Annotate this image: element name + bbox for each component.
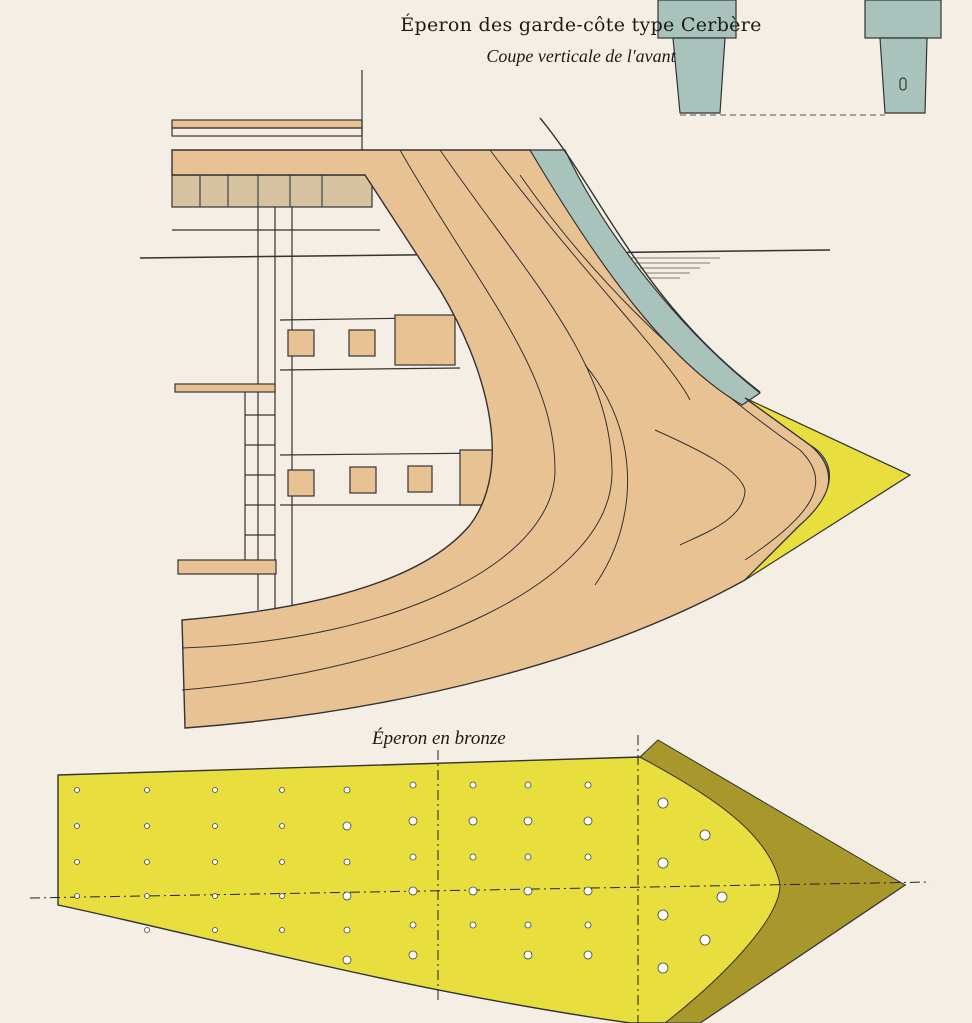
rivet-hole [524, 921, 532, 929]
rivet-hole [212, 823, 218, 829]
rivet-hole [657, 962, 669, 974]
rivet-hole [584, 853, 592, 861]
rivet-hole [144, 787, 150, 793]
rivet-hole [408, 816, 418, 826]
rivet-hole [469, 853, 477, 861]
rivet-hole [342, 891, 352, 901]
rivet-hole [524, 853, 532, 861]
rivet-hole [716, 891, 728, 903]
rivet-hole [342, 821, 352, 831]
rivet-hole [343, 786, 351, 794]
rivet-hole [212, 893, 218, 899]
rivet-hole [523, 886, 533, 896]
rivet-hole [583, 816, 593, 826]
rivet-hole [279, 893, 285, 899]
detail-label: Éperon en bronze [372, 728, 506, 749]
rivet-hole [468, 886, 478, 896]
rivet-hole [144, 859, 150, 865]
stem-plank-lines [181, 149, 817, 691]
rivet-hole [74, 893, 80, 899]
rivet-hole [74, 859, 80, 865]
rivet-hole [699, 829, 711, 841]
rivet-hole [343, 858, 351, 866]
rivet-hole [584, 921, 592, 929]
plate-title: Éperon des garde-côte type Cerbère [400, 14, 762, 36]
rivet-hole [583, 886, 593, 896]
plate-subtitle: Coupe verticale de l'avant [486, 46, 676, 66]
bronze-ram-plan [57, 756, 907, 1023]
rivet-hole [279, 787, 285, 793]
rivet-hole [144, 893, 150, 899]
rivet-hole [657, 857, 669, 869]
rivet-hole [584, 781, 592, 789]
rivet-hole [699, 934, 711, 946]
rivet-hole [523, 816, 533, 826]
rivet-hole [657, 909, 669, 921]
frame-blocks [287, 314, 497, 506]
rivet-hole [469, 781, 477, 789]
rivet-hole [523, 950, 533, 960]
bronze-ram-section [744, 397, 912, 581]
rivet-hole [279, 859, 285, 865]
waterline-hatch [630, 257, 720, 279]
rivet-holes [74, 781, 728, 974]
rivet-hole [279, 823, 285, 829]
rivet-hole [408, 950, 418, 960]
bronze-ram-hatched-edge [639, 739, 906, 1023]
rivet-hole [212, 927, 218, 933]
center-lines [29, 735, 931, 1023]
pedestal-left [657, 0, 737, 114]
rivet-hole [74, 787, 80, 793]
rivet-hole [212, 859, 218, 865]
rivet-hole [468, 816, 478, 826]
outer-contour [539, 117, 761, 393]
rivet-hole [343, 926, 351, 934]
wooden-stem [171, 149, 830, 729]
pedestal-right [864, 0, 942, 114]
rivet-hole [524, 781, 532, 789]
rivet-hole [212, 787, 218, 793]
rivet-hole [657, 797, 669, 809]
rivet-hole [469, 921, 477, 929]
rivet-hole [342, 955, 352, 965]
rivet-hole [144, 823, 150, 829]
rivet-hole [409, 853, 417, 861]
rivet-hole [74, 823, 80, 829]
armor-plating [528, 149, 762, 406]
rivet-hole [408, 886, 418, 896]
rivet-hole [279, 927, 285, 933]
rivet-hole [583, 950, 593, 960]
rivet-hole [144, 927, 150, 933]
rivet-hole [409, 921, 417, 929]
rivet-hole [409, 781, 417, 789]
